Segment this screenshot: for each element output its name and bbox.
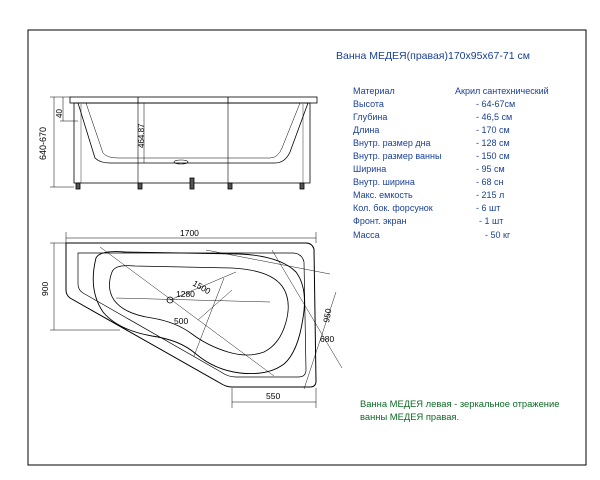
drawing-title: Ванна МЕДЕЯ(правая)170х95х67-71 см xyxy=(336,50,530,62)
spec-value: - 128 см xyxy=(476,138,510,148)
dim-short-side: 680 xyxy=(320,334,334,344)
dim-length: 1700 xyxy=(180,228,199,238)
spec-label: Макс. емкость xyxy=(353,190,413,200)
dim-bottom-width: 500 xyxy=(174,316,188,326)
side-rim xyxy=(69,96,318,104)
spec-value: - 68 сн xyxy=(476,177,504,187)
side-leg xyxy=(137,182,143,190)
side-front-panel xyxy=(73,102,311,184)
spec-label: Длина xyxy=(353,125,380,135)
drain-hole xyxy=(166,296,174,304)
spec-value: - 95 см xyxy=(476,164,505,174)
top-inner-bowl xyxy=(92,251,305,375)
top-rim-contour xyxy=(77,252,307,378)
spec-value: - 170 см xyxy=(476,125,510,135)
side-leg xyxy=(189,177,195,190)
mirror-note: Ванна МЕДЕЯ левая - зеркальное отражение… xyxy=(360,398,560,422)
dim-front-edge: 550 xyxy=(266,391,280,401)
spec-value: Акрил сантехнический xyxy=(455,86,549,96)
spec-label: Кол. бок. форсунок xyxy=(353,203,433,213)
spec-value: - 50 кг xyxy=(485,230,511,240)
spec-label: Масса xyxy=(353,230,380,240)
dim-depth: 464.87 xyxy=(137,123,146,148)
dim-width: 900 xyxy=(40,282,50,296)
spec-label: Ширина xyxy=(353,164,387,174)
dim-height: 640-670 xyxy=(38,127,48,160)
side-tub-shell xyxy=(77,102,309,164)
dim-bottom-length: 1280 xyxy=(176,289,195,299)
top-bottom-contour xyxy=(109,265,289,356)
spec-label: Материал xyxy=(353,86,395,96)
top-view xyxy=(65,242,343,390)
spec-label: Фронт. экран xyxy=(353,216,407,226)
spec-label: Высота xyxy=(353,99,384,109)
spec-label: Глубина xyxy=(353,112,388,122)
spec-value: - 1 шт xyxy=(479,216,504,226)
top-dimensions xyxy=(50,232,317,408)
side-leg xyxy=(75,182,81,190)
sheet-border xyxy=(27,29,587,466)
spec-value: - 215 л xyxy=(476,190,505,200)
spec-value: - 150 см xyxy=(476,151,510,161)
spec-value: - 6 шт xyxy=(476,203,501,213)
top-outer-contour xyxy=(65,242,317,388)
dim-diagonal: 950 xyxy=(321,307,333,323)
side-leg xyxy=(299,182,305,190)
spec-label: Внутр. ширина xyxy=(353,177,415,187)
spec-value: - 46,5 см xyxy=(476,112,513,122)
side-view xyxy=(69,96,318,190)
spec-label: Внутр. размер дна xyxy=(353,138,431,148)
side-dimensions xyxy=(50,96,145,188)
spec-value: - 64-67см xyxy=(476,99,516,109)
side-leg xyxy=(227,182,233,190)
dim-rim: 40 xyxy=(55,109,64,118)
spec-label: Внутр. размер ванны xyxy=(353,151,442,161)
